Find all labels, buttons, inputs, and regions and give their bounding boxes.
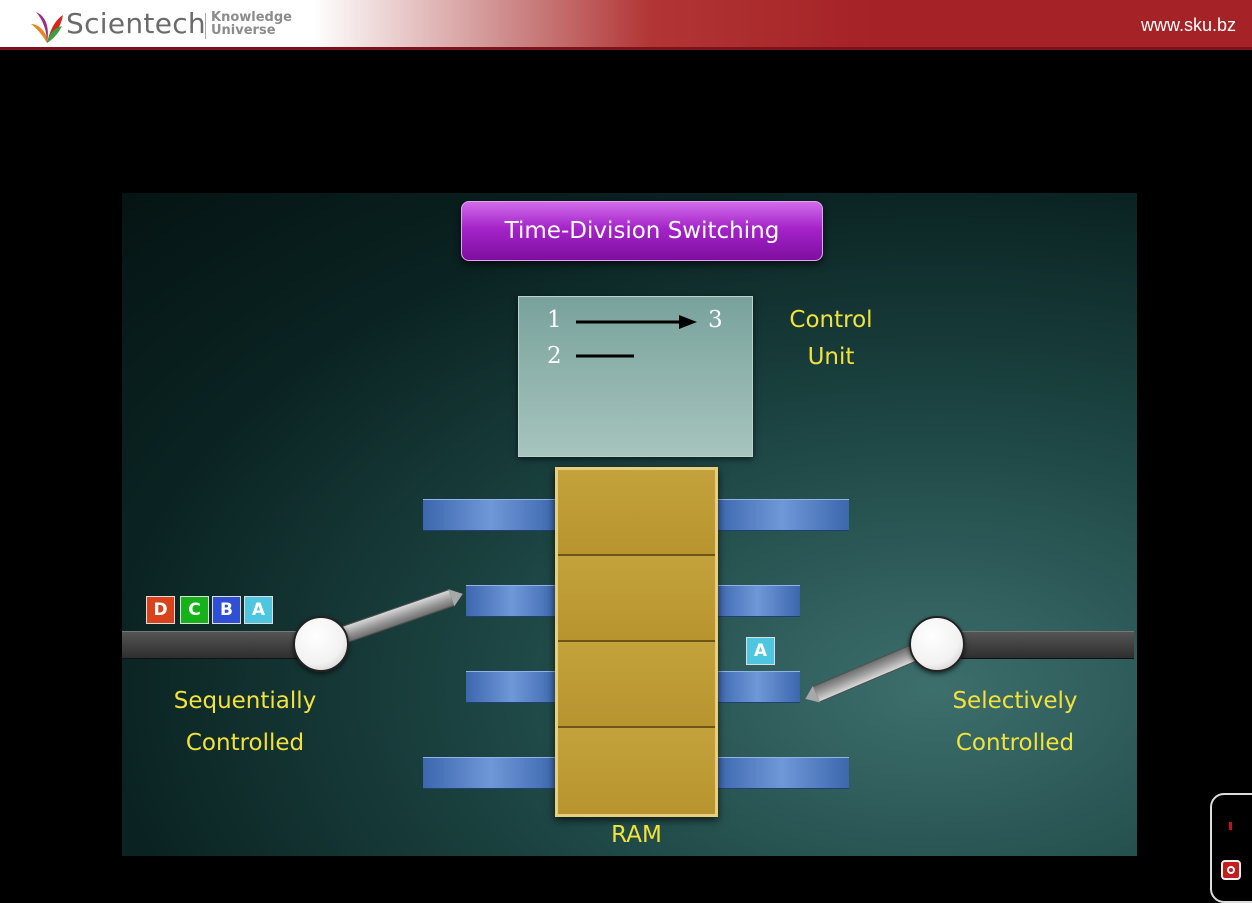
control-unit-output-3: 3 [708,307,723,333]
player-side-panel [1210,793,1252,903]
pause-indicator-icon [1229,822,1232,830]
selective-caption-line2: Controlled [955,730,1075,756]
selective-caption-line1: Selectively [952,688,1078,714]
control-unit-input-2: 2 [547,343,562,369]
brand-tagline-line1: Knowledge [211,10,292,25]
output-bus-bar [715,499,849,531]
output-bus-bar [715,585,800,617]
output-bus-bar [715,757,849,789]
brand-divider [205,13,206,39]
input-bus-bar [423,499,558,531]
output-bus-bar [715,671,800,703]
control-unit-label-line2: Unit [807,344,855,370]
control-unit-arrow-icon [576,315,697,329]
selective-caption: Selectively Controlled [900,680,1130,764]
control-unit-box: 1 3 2 [518,296,753,457]
input-frame-b: B [212,596,241,624]
input-bus-bar [466,585,558,617]
sequential-caption: Sequentially Controlled [130,680,360,764]
control-unit-input-1: 1 [547,307,562,333]
diagram-title: Time-Division Switching [461,201,823,261]
input-switch-knob [293,616,349,672]
input-line [122,631,322,659]
input-frame-c: C [180,596,209,624]
input-bus-bar [466,671,558,703]
site-url-link[interactable]: www.sku.bz [1140,15,1236,35]
input-bus-bar [423,757,558,789]
brand-tagline-line2: Universe [211,23,276,38]
input-frame-d: D [146,596,175,624]
record-stop-icon[interactable] [1221,860,1241,880]
sequential-caption-line2: Controlled [185,730,305,756]
control-unit-label-line1: Control [789,307,873,333]
output-frame-a: A [746,637,775,665]
ram-slot [558,728,715,814]
scientech-logo-icon [31,12,63,43]
ram-slot [558,642,715,728]
header-bar: Scientech Knowledge Universe www.sku.bz [0,0,1252,50]
ram-slot [558,470,715,556]
input-frame-a: A [244,596,273,624]
ram-slot [558,556,715,642]
sequential-caption-line1: Sequentially [173,688,317,714]
control-unit-pending-line [576,354,634,358]
brand-name: Scientech [66,7,206,40]
ram-block [555,467,718,817]
brand-tagline: Knowledge Universe [211,11,292,37]
output-line [934,631,1134,659]
ram-label: RAM [611,822,662,848]
output-switch-knob [909,616,965,672]
